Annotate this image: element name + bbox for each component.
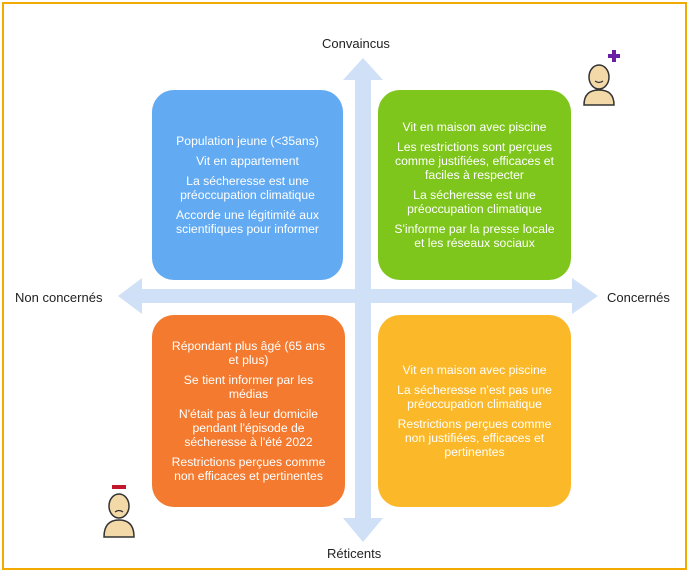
quadrant-line: Accorde une légitimité aux scientifiques… [176, 208, 319, 236]
axis-label-left: Non concernés [15, 290, 103, 305]
quadrant-line: Vit en maison avec piscine [402, 120, 547, 134]
person-minus-icon [103, 485, 135, 538]
quadrant-line: N'était pas à leur domicile pendant l'ép… [178, 407, 319, 449]
quadrant-bottom-right: Vit en maison avec piscine La sécheresse… [378, 315, 571, 507]
quadrant-line: Se tient informer par les médias [183, 373, 314, 401]
horizontal-axis-arrow [118, 278, 598, 314]
axis-label-bottom: Réticents [327, 546, 382, 561]
quadrant-line: La sécheresse n'est pas une préoccupatio… [397, 383, 552, 411]
quadrant-line: La sécheresse est une préoccupation clim… [407, 188, 542, 216]
quadrant-top-left: Population jeune (<35ans) Vit en apparte… [152, 90, 343, 280]
quadrant-line: Les restrictions sont perçues comme just… [395, 140, 554, 182]
quadrant-line: Répondant plus âgé (65 ans et plus) [171, 339, 326, 367]
axis-label-right: Concernés [607, 290, 670, 305]
quadrant-line: Restrictions perçues comme non efficaces… [171, 455, 326, 483]
quadrant-bottom-left: Répondant plus âgé (65 ans et plus) Se t… [152, 315, 345, 507]
quadrant-line: Vit en appartement [196, 154, 299, 168]
person-plus-icon [583, 50, 620, 106]
axis-label-top: Convaincus [322, 36, 390, 51]
quadrant-line: S'informe par la presse locale et les ré… [394, 222, 555, 250]
diagram-frame [2, 2, 687, 570]
quadrant-line: Population jeune (<35ans) [176, 134, 319, 148]
quadrant-line: Vit en maison avec piscine [402, 363, 547, 377]
quadrant-line: La sécheresse est une préoccupation clim… [180, 174, 315, 202]
quadrant-line: Restrictions perçues comme non justifiée… [397, 417, 552, 459]
quadrant-top-right: Vit en maison avec piscine Les restricti… [378, 90, 571, 280]
